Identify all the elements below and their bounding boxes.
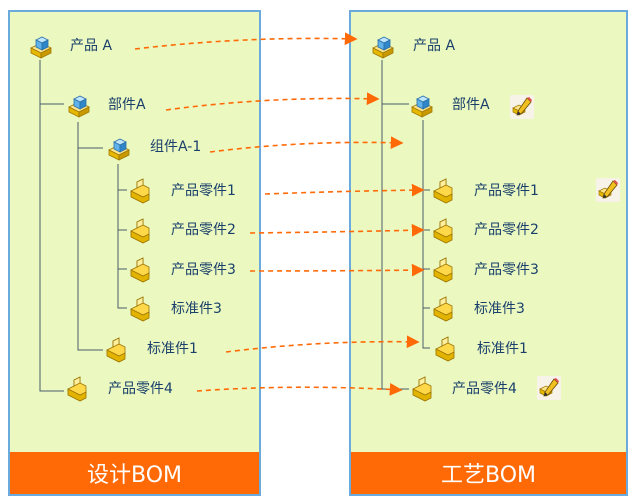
right-node-label: 产品零件2 (474, 222, 539, 238)
left-node-label: 产品零件3 (171, 262, 236, 278)
assembly-icon (66, 92, 92, 118)
assembly-icon (106, 135, 132, 161)
design-bom-footer: 设计BOM (10, 452, 259, 494)
part-icon (431, 257, 457, 283)
part-icon (410, 376, 436, 402)
right-node-label: 产品 A (413, 38, 456, 54)
arrow-part-1 (264, 183, 425, 197)
design-bom-panel: 设计BOM (8, 10, 261, 496)
part-icon (104, 337, 130, 363)
assembly-icon (28, 33, 54, 59)
right-node-label: 产品零件4 (452, 381, 517, 397)
part-icon (128, 257, 154, 283)
part-icon (431, 218, 457, 244)
left-node-label: 产品零件2 (171, 222, 236, 238)
arrow-part-2 (249, 223, 425, 237)
left-node-label: 部件A (108, 97, 146, 113)
part-icon (65, 376, 91, 402)
part-icon (433, 336, 459, 362)
assembly-icon (409, 92, 435, 118)
left-node-label: 产品 A (70, 38, 113, 54)
arrow-component-a (165, 92, 380, 111)
arrow-product-a (134, 32, 358, 50)
right-node-label: 标准件1 (477, 341, 528, 357)
right-node-label: 产品零件3 (474, 262, 539, 278)
edit-pencil-icon[interactable] (509, 94, 535, 120)
part-icon (431, 178, 457, 204)
arrow-part-3 (249, 263, 425, 277)
process-bom-footer: 工艺BOM (351, 452, 626, 494)
right-node-label: 部件A (452, 97, 490, 113)
arrow-part-4 (196, 382, 403, 396)
left-tree-lines (39, 60, 127, 392)
part-icon (128, 296, 154, 322)
mapping-arrows (134, 32, 425, 396)
part-icon (128, 218, 154, 244)
left-node-label: 产品零件4 (108, 381, 173, 397)
edit-pencil-icon[interactable] (536, 375, 562, 401)
right-node-label: 产品零件1 (474, 183, 539, 199)
left-node-label: 标准件1 (147, 341, 198, 357)
edit-pencil-icon[interactable] (595, 177, 621, 203)
arrow-assembly-a1 (209, 136, 404, 153)
left-node-label: 组件A-1 (150, 139, 202, 155)
left-node-label: 标准件3 (171, 301, 222, 317)
arrow-standard-1 (225, 335, 420, 353)
left-node-label: 产品零件1 (171, 183, 236, 199)
right-node-label: 标准件3 (474, 301, 525, 317)
part-icon (128, 178, 154, 204)
assembly-icon (370, 33, 396, 59)
part-icon (431, 296, 457, 322)
process-bom-panel: 工艺BOM (349, 10, 628, 496)
